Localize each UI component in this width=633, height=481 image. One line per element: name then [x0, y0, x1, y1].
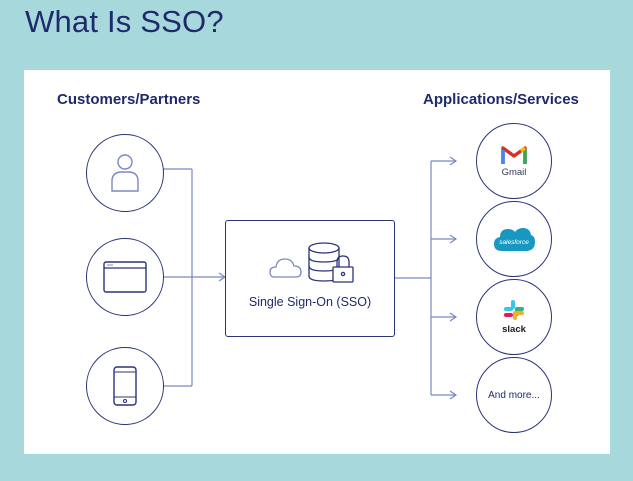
- page-title: What Is SSO?: [25, 4, 224, 39]
- app-more-node: And more...: [476, 357, 552, 433]
- arrowhead-right-4: [449, 390, 458, 400]
- lock-icon: [332, 255, 354, 283]
- cloud-icon: [269, 258, 302, 278]
- app-salesforce-node: salesforce: [476, 201, 552, 277]
- arrowhead-right-3: [449, 312, 458, 322]
- user-icon: [111, 154, 139, 192]
- connector-lines: [162, 156, 458, 400]
- applications-heading: Applications/Services: [423, 91, 579, 108]
- diagram-card: Customers/Partners Applications/Services: [24, 70, 610, 454]
- app-slack-node: slack: [476, 279, 552, 355]
- gmail-logo: [501, 146, 527, 164]
- more-label: And more...: [488, 389, 540, 401]
- customer-browser-node: [86, 238, 164, 316]
- salesforce-wordmark: salesforce: [499, 239, 529, 246]
- sso-label: Single Sign-On (SSO): [248, 295, 372, 309]
- app-gmail-node: Gmail: [476, 123, 552, 199]
- sso-box: Single Sign-On (SSO): [225, 220, 395, 337]
- slack-logo: [504, 300, 524, 320]
- mobile-phone-icon: [113, 366, 137, 406]
- browser-window-icon: [103, 261, 147, 293]
- sso-icons: [269, 242, 354, 283]
- customer-mobile-node: [86, 347, 164, 425]
- customers-heading: Customers/Partners: [57, 91, 201, 108]
- customer-user-node: [86, 134, 164, 212]
- arrowhead-right-2: [449, 234, 458, 244]
- arrowhead-right-1: [449, 156, 458, 166]
- slack-label: slack: [502, 324, 526, 335]
- salesforce-logo: salesforce: [494, 228, 535, 251]
- gmail-label: Gmail: [501, 167, 527, 178]
